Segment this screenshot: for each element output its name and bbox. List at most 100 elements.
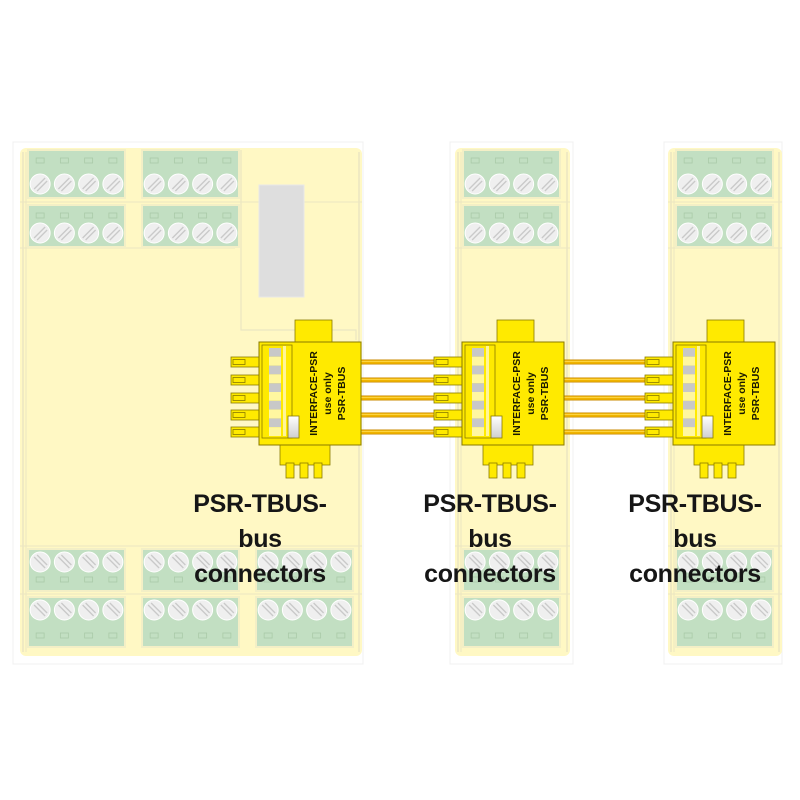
pin-body [433, 392, 465, 404]
terminal-block [141, 548, 240, 592]
screw-slot [199, 554, 211, 566]
contact-highlight [697, 346, 700, 436]
screw-icon [167, 222, 189, 244]
screw-head [78, 173, 100, 195]
terminal-block [27, 548, 126, 592]
connector-top-tab [294, 319, 333, 345]
connector-pin [644, 409, 676, 421]
connector-latch [287, 415, 300, 439]
screw-icon [53, 551, 75, 573]
terminal-led-marker [35, 157, 45, 164]
contact-segment [269, 427, 281, 436]
screw-slot [199, 602, 211, 614]
screw-head [750, 173, 772, 195]
screw-slot [288, 554, 300, 566]
terminal-led-marker [263, 576, 273, 583]
connector-pin [230, 426, 262, 438]
screw-head [143, 173, 165, 195]
terminal-led-marker [707, 212, 717, 219]
terminal-block [255, 596, 354, 648]
screw-slot [495, 229, 507, 241]
screw-icon [726, 173, 748, 195]
screw-head [330, 599, 352, 621]
screw-head [192, 173, 214, 195]
terminal-led-marker [312, 632, 322, 639]
bus-wire-bundle-1-2 [361, 359, 434, 435]
terminal-led-marker [683, 212, 693, 219]
contact-segment [472, 400, 484, 410]
screw-slot [310, 604, 323, 617]
terminal-led-marker [173, 157, 183, 164]
contact-segment [472, 409, 484, 419]
connector-leg [516, 462, 526, 479]
terminal-block [27, 204, 126, 248]
label-line-2: bus [673, 525, 717, 553]
pin-body [230, 374, 262, 386]
connector-pin [230, 374, 262, 386]
screw-slot [223, 602, 235, 614]
screw-head [216, 599, 238, 621]
screw-icon [192, 551, 214, 573]
screw-head [29, 599, 51, 621]
terminal-led-marker [470, 157, 480, 164]
screw-icon [306, 551, 328, 573]
terminal-led-marker [84, 157, 94, 164]
screw-slot [36, 602, 48, 614]
pin-contact [232, 429, 246, 435]
screw-slot [468, 556, 481, 569]
screw-icon [102, 599, 124, 621]
screw-head [29, 222, 51, 244]
terminal-led-marker [263, 632, 273, 639]
screw-slot [705, 177, 718, 190]
pin-body [433, 356, 465, 368]
screw-slot [517, 226, 530, 239]
terminal-led-marker [108, 632, 118, 639]
contact-segment [472, 365, 484, 375]
pin-body [433, 426, 465, 438]
screw-slot [150, 554, 162, 566]
screw-slot [730, 177, 743, 190]
screw-head [701, 222, 723, 244]
screw-slot [313, 554, 325, 566]
screw-slot [471, 180, 483, 192]
screw-head [701, 599, 723, 621]
screw-head [216, 222, 238, 244]
label-line-3: connectors [424, 560, 556, 588]
screw-slot [337, 602, 349, 614]
contact-highlight [486, 346, 489, 436]
connector-leg [502, 462, 512, 479]
screw-icon [143, 551, 165, 573]
terminal-led-marker [732, 632, 742, 639]
screw-slot [109, 602, 121, 614]
screw-slot [754, 177, 767, 190]
screw-icon [167, 599, 189, 621]
screw-head [257, 599, 279, 621]
screw-slot [223, 180, 235, 192]
display-window [258, 184, 305, 298]
contact-segment [269, 348, 281, 357]
screw-icon [216, 551, 238, 573]
screw-slot [492, 604, 505, 617]
screw-head [192, 551, 214, 573]
screw-slot [471, 229, 483, 241]
screw-slot [285, 604, 298, 617]
screw-head [78, 551, 100, 573]
terminal-led-marker [519, 576, 529, 583]
screw-slot [33, 177, 46, 190]
connector-label-line-1: INTERFACE-PSR [308, 351, 320, 436]
screw-icon [29, 599, 51, 621]
terminal-led-marker [519, 632, 529, 639]
screw-slot [261, 556, 274, 569]
screw-head [192, 222, 214, 244]
connector-label-line-3: PSR-TBUS [750, 367, 762, 421]
screw-slot [754, 226, 767, 239]
contact-segment [683, 356, 695, 366]
screw-icon [488, 222, 510, 244]
screw-slot [82, 604, 95, 617]
pin-contact [646, 395, 660, 401]
terminal-block [141, 149, 240, 199]
screw-head [726, 173, 748, 195]
screw-slot [684, 180, 696, 192]
